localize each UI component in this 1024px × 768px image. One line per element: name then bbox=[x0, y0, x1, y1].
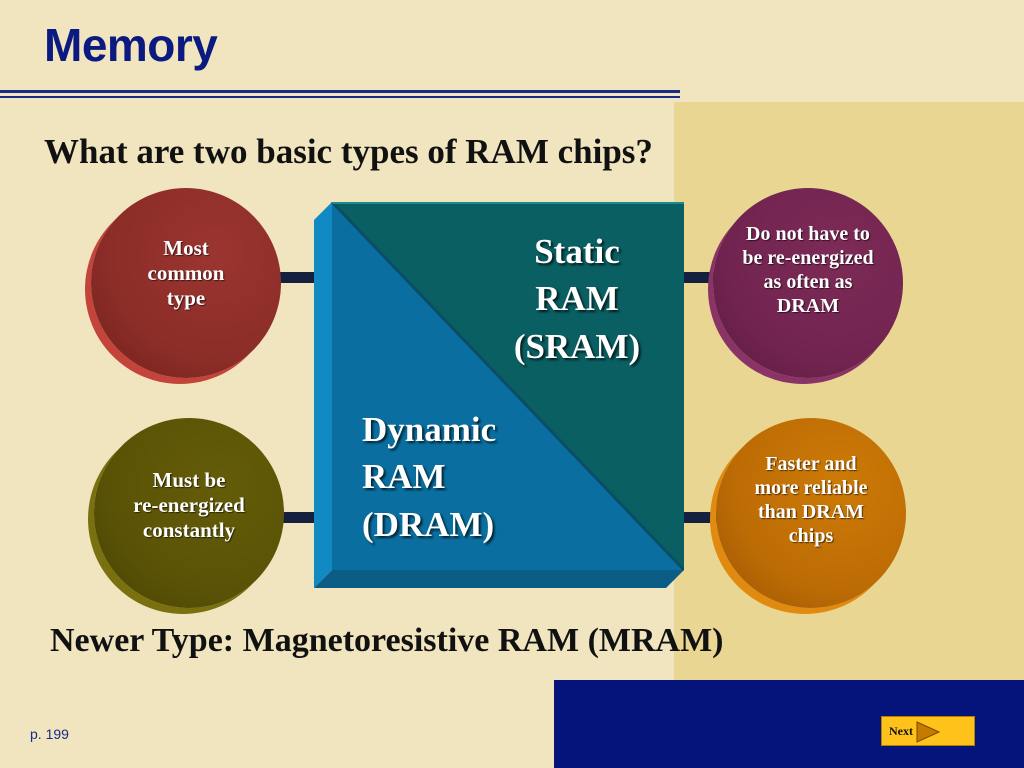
dram-label-text: Dynamic RAM (DRAM) bbox=[362, 410, 497, 544]
chip-bottom-face bbox=[314, 570, 684, 588]
dram-label: Dynamic RAM (DRAM) bbox=[362, 406, 496, 548]
sram-label-text: Static RAM (SRAM) bbox=[513, 232, 641, 366]
arrow-right-icon bbox=[916, 721, 940, 743]
connector-line bbox=[278, 512, 318, 523]
title-divider bbox=[0, 90, 680, 93]
newer-type-text: Newer Type: Magnetoresistive RAM (MRAM) bbox=[50, 622, 724, 659]
chip-side-face bbox=[314, 202, 332, 588]
callout-text: Do not have to be re-energized as often … bbox=[742, 223, 874, 317]
callout-text: Must be re-energized constantly bbox=[133, 468, 245, 543]
slide-title: Memory bbox=[44, 19, 218, 71]
ram-chip-graphic bbox=[314, 202, 684, 588]
chip-diagonal-edge bbox=[330, 202, 684, 572]
callout-most-common: Most common type bbox=[91, 188, 281, 378]
connector-line bbox=[680, 272, 718, 283]
callout-reenergized-constantly: Must be re-energized constantly bbox=[94, 418, 284, 608]
slide-question: What are two basic types of RAM chips? bbox=[44, 132, 653, 171]
connector-line bbox=[276, 272, 318, 283]
title-divider-thin bbox=[0, 96, 680, 98]
next-button-label: Next bbox=[889, 724, 913, 738]
callout-text: Faster and more reliable than DRAM chips bbox=[754, 453, 868, 547]
sram-label: Static RAM (SRAM) bbox=[492, 228, 662, 370]
callout-less-reenergize: Do not have to be re-energized as often … bbox=[713, 188, 903, 378]
page-number: p. 199 bbox=[30, 726, 69, 742]
next-button[interactable]: Next bbox=[881, 716, 975, 746]
callout-text: Most common type bbox=[147, 236, 225, 311]
connector-line bbox=[680, 512, 720, 523]
callout-faster-reliable: Faster and more reliable than DRAM chips bbox=[716, 418, 906, 608]
